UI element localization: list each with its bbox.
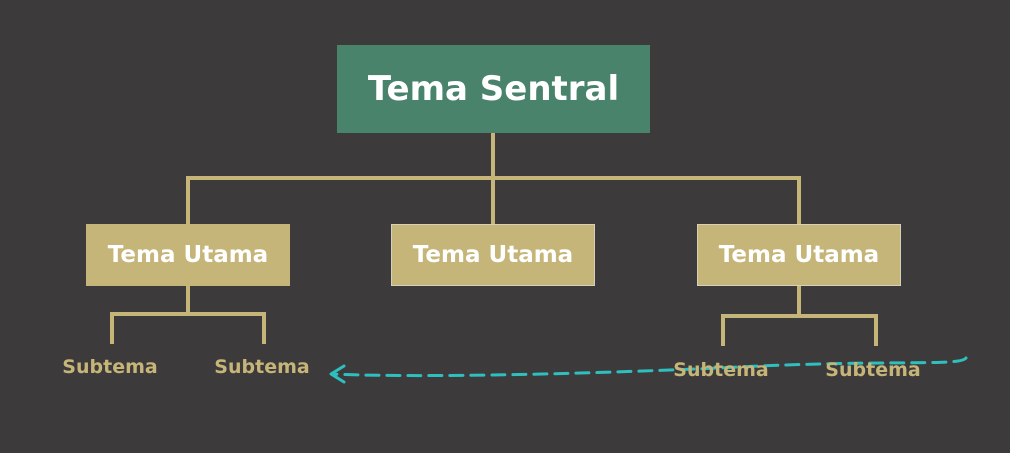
subtopic-right-2[interactable]: Subtema bbox=[825, 359, 921, 381]
connector-right-subtopics bbox=[721, 314, 878, 346]
subtopic-right-1[interactable]: Subtema bbox=[673, 359, 769, 381]
connector-left-subtopics bbox=[110, 312, 266, 344]
main-topic-right[interactable]: Tema Utama bbox=[697, 224, 901, 286]
relationship-arrowhead bbox=[329, 364, 346, 384]
main-topic-label: Tema Utama bbox=[412, 242, 574, 268]
central-topic-label: Tema Sentral bbox=[367, 69, 620, 109]
relationship-arrow bbox=[330, 356, 968, 378]
subtopic-left-2[interactable]: Subtema bbox=[214, 356, 310, 378]
central-topic[interactable]: Tema Sentral bbox=[337, 45, 650, 133]
main-topic-label: Tema Utama bbox=[107, 242, 269, 268]
main-topic-label: Tema Utama bbox=[718, 242, 880, 268]
subtopic-left-1[interactable]: Subtema bbox=[62, 356, 158, 378]
main-topic-left[interactable]: Tema Utama bbox=[86, 224, 290, 286]
main-topic-center[interactable]: Tema Utama bbox=[391, 224, 595, 286]
